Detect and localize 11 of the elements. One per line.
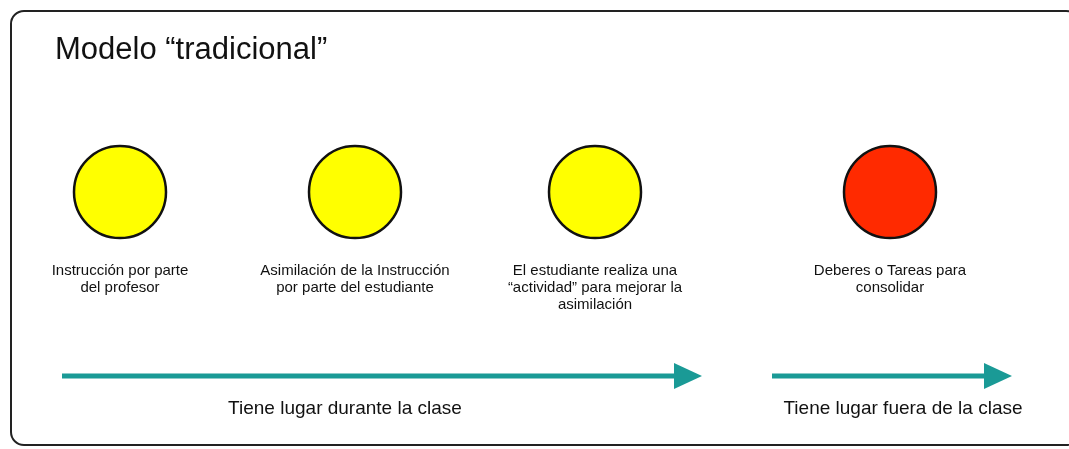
circle xyxy=(842,144,938,240)
circle xyxy=(547,144,643,240)
step-caption: El estudiante realiza una “actividad” para mejorar la asimilación xyxy=(506,261,684,312)
title: Modelo “tradicional” xyxy=(55,30,328,68)
circle xyxy=(307,144,403,240)
step-caption: Asimilación de la Instrucción por parte del estudiante xyxy=(259,261,451,295)
phase-label: Tiene lugar durante la clase xyxy=(228,396,462,420)
circle xyxy=(72,144,168,240)
step-caption: Deberes o Tareas para consolidar xyxy=(812,261,968,295)
phase-label: Tiene lugar fuera de la clase xyxy=(783,396,1023,420)
step-caption: Instrucción por parte del profesor xyxy=(50,261,190,295)
